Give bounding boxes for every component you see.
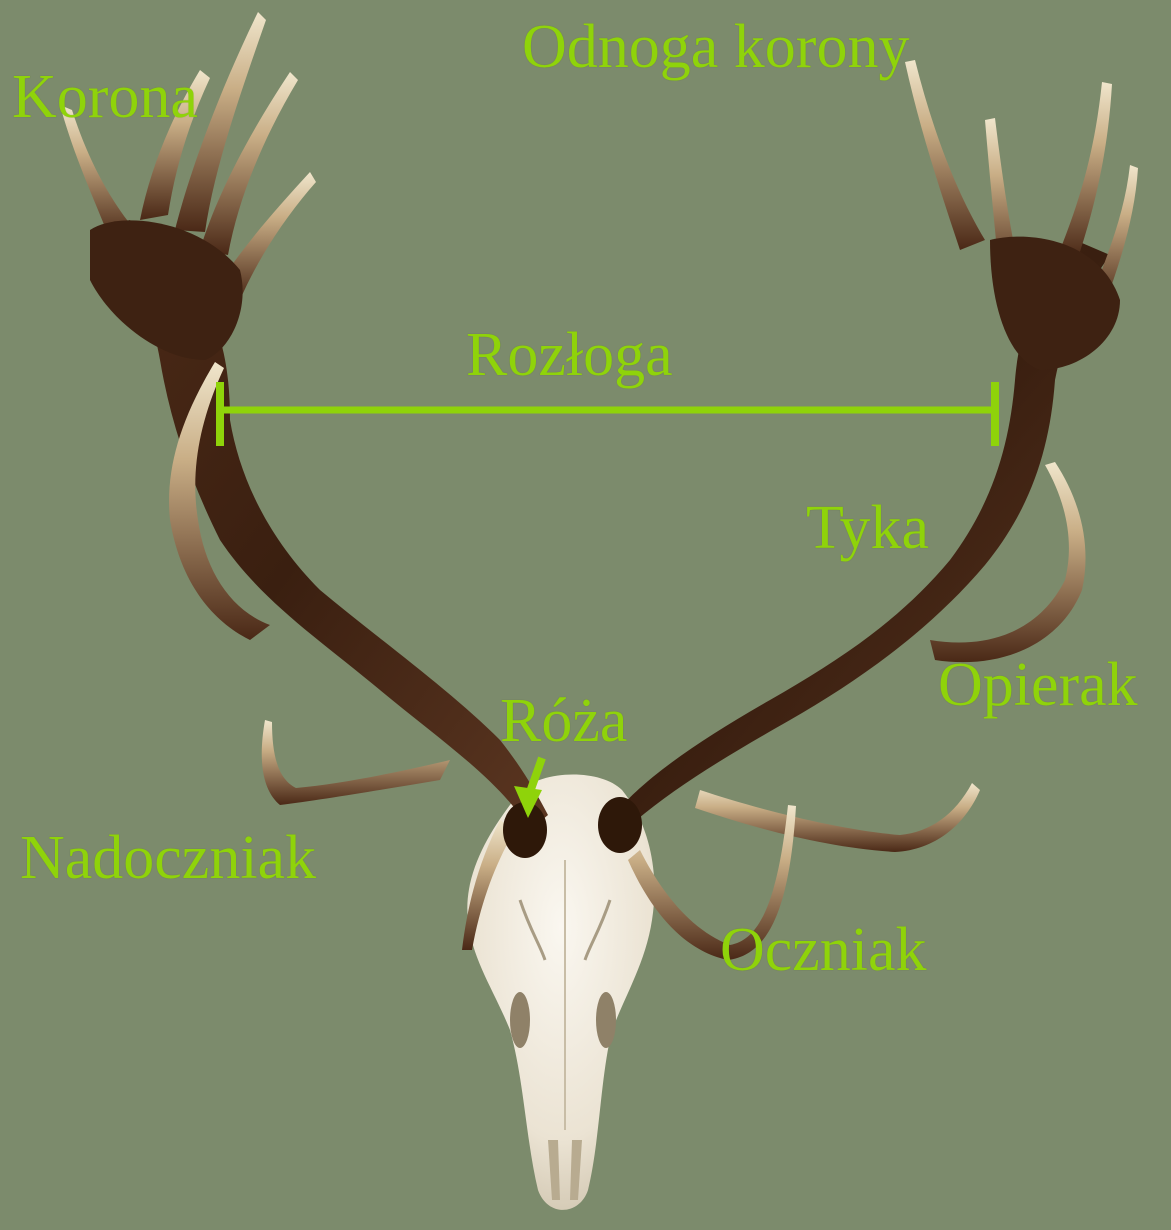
label-oczniak: Oczniak bbox=[720, 919, 927, 981]
label-tyka: Tyka bbox=[806, 497, 929, 559]
label-opierak: Opierak bbox=[938, 654, 1138, 716]
label-roza: Róża bbox=[500, 690, 627, 752]
label-korona: Korona bbox=[12, 66, 198, 128]
rozloga-measure bbox=[220, 382, 995, 446]
left-antler bbox=[60, 12, 548, 950]
label-rozloga: Rozłoga bbox=[466, 324, 673, 386]
label-nadoczniak: Nadoczniak bbox=[20, 827, 316, 889]
label-odnoga-korony: Odnoga korony bbox=[522, 16, 909, 78]
